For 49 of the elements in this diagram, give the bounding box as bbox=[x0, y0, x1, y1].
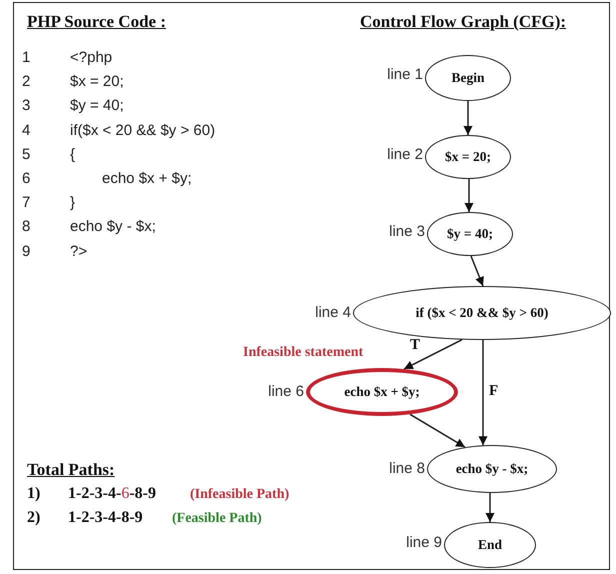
path-note: (Infeasible Path) bbox=[190, 486, 290, 504]
code-text: 8 bbox=[22, 218, 30, 236]
arrow bbox=[410, 414, 466, 448]
code-text: } bbox=[70, 194, 76, 212]
code-text: $y = 40; bbox=[70, 97, 124, 116]
code-text: ?> bbox=[70, 242, 88, 261]
line-number-label: line 6 bbox=[268, 383, 304, 400]
node-note: Infeasible statement bbox=[243, 345, 364, 361]
arrow bbox=[486, 493, 494, 522]
path-text: 2) bbox=[27, 509, 40, 527]
arrow bbox=[404, 339, 462, 370]
code-text: 5 bbox=[22, 146, 30, 164]
ellipse-node: if ($x < 20 && $y > 60) bbox=[353, 286, 611, 340]
code-text: <?php bbox=[70, 49, 112, 67]
ellipse-node: End bbox=[444, 522, 536, 568]
line-number-label: line 3 bbox=[389, 223, 425, 240]
ellipse-node: $y = 40; bbox=[427, 212, 513, 256]
line-number-label: line 4 bbox=[315, 304, 351, 321]
code-text: 1 bbox=[22, 49, 30, 67]
path-note: (Feasible Path) bbox=[172, 510, 262, 528]
path-text: 1-2-3-4-6-8-9 bbox=[68, 485, 156, 503]
code-text: 4 bbox=[22, 122, 30, 140]
heading: Control Flow Graph (CFG): bbox=[360, 13, 566, 31]
path-text: 1) bbox=[27, 485, 40, 503]
line-number-label: line 2 bbox=[387, 146, 423, 163]
code-text: echo $x + $y; bbox=[102, 170, 192, 188]
arrow bbox=[470, 256, 484, 286]
code-text: 6 bbox=[22, 170, 30, 188]
ellipse-node: $x = 20; bbox=[425, 135, 511, 179]
heading: Total Paths: bbox=[27, 461, 115, 479]
code-text: if($x < 20 && $y > 60) bbox=[70, 122, 216, 140]
arrow bbox=[464, 179, 474, 212]
code-text: 7 bbox=[22, 194, 30, 212]
ellipse-node: Begin bbox=[425, 55, 511, 101]
code-text: 3 bbox=[22, 97, 30, 116]
arrow bbox=[464, 101, 472, 135]
code-text: echo $y - $x; bbox=[70, 218, 156, 236]
code-text: $x = 20; bbox=[70, 73, 124, 92]
line-number-label: line 9 bbox=[406, 534, 442, 551]
code-text: { bbox=[70, 146, 76, 164]
ellipse-node: echo $y - $x; bbox=[427, 445, 557, 493]
heading: PHP Source Code : bbox=[27, 13, 166, 31]
line-number-label: line 8 bbox=[389, 460, 425, 477]
arrow bbox=[478, 340, 488, 446]
path-text: 1-2-3-4-8-9 bbox=[68, 509, 143, 527]
highlighted-ellipse-node: echo $x + $y; bbox=[306, 368, 458, 416]
code-text: 2 bbox=[22, 73, 30, 92]
code-text: 9 bbox=[22, 242, 30, 261]
line-number-label: line 1 bbox=[387, 66, 423, 83]
